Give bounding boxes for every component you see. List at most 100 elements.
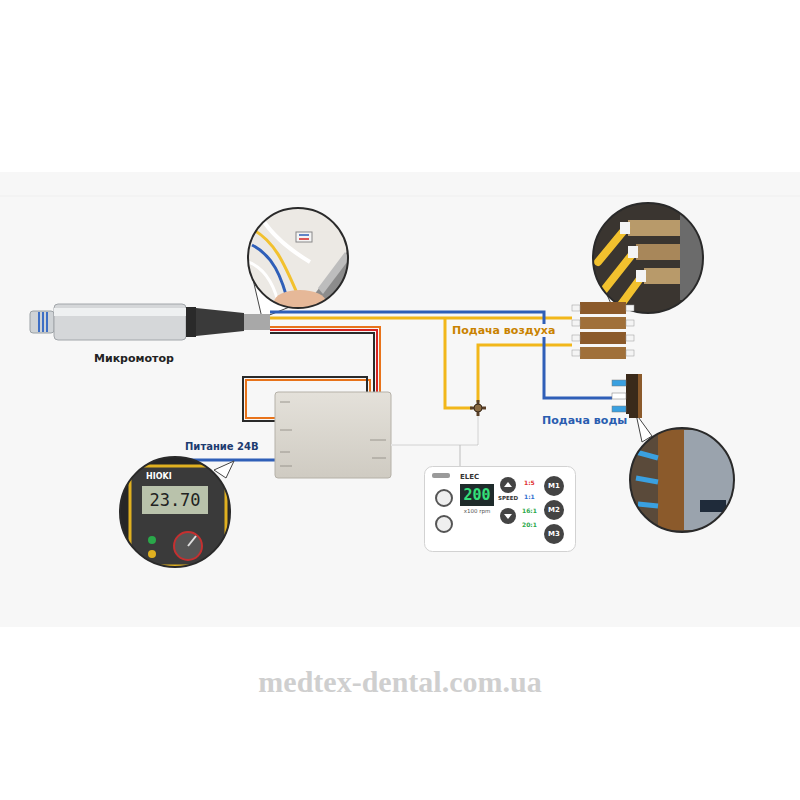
air-valve-block [572, 302, 634, 359]
meter-reading: 23.70 [142, 486, 208, 514]
control-panel-part [500, 477, 516, 493]
speed-display: 200 [460, 484, 494, 506]
background-band [0, 172, 800, 627]
inset-valve-closeup-part-part [598, 228, 642, 314]
micromotor-figure [30, 304, 270, 340]
micromotor-figure-part [244, 314, 270, 330]
inset-cable-closeup [248, 208, 362, 318]
control-panel [425, 467, 576, 552]
water-valve-block-part [612, 406, 626, 412]
water-valve-block-part [612, 393, 626, 399]
brand-label: ELEC [460, 473, 479, 481]
micromotor-figure-part [54, 308, 186, 316]
inset-multimeter-part [118, 455, 232, 569]
brand-label: HIOKI [146, 472, 172, 482]
inset-multimeter-part-part [142, 486, 208, 514]
inset-multimeter-part-part [130, 466, 226, 566]
inset-water-closeup-part-part [700, 500, 726, 512]
control-box-part-part [280, 466, 292, 467]
inset-valve-closeup-part-part [620, 222, 646, 282]
band-line [0, 196, 800, 197]
control-box-part-part [370, 440, 386, 441]
air-valve-block-part [626, 335, 634, 341]
control-box-part-part [280, 430, 292, 431]
supply-label: Подача воздуха [450, 324, 557, 337]
tee-connector-part [474, 404, 482, 412]
watermark: medtex-dental.com.ua [0, 664, 800, 700]
unit-label: x100 rpm [458, 508, 496, 515]
inset-multimeter-part-part [174, 532, 202, 560]
ratio-label: 1:5 [524, 479, 535, 486]
part-label: Микромотор [92, 352, 176, 365]
air-supply-block: Подача воздуха [572, 300, 634, 362]
inset-valve-closeup-part-part [628, 220, 684, 236]
water-valve-block [612, 374, 642, 418]
inset-water-closeup-part [630, 428, 734, 532]
air-valve-block-part [626, 320, 634, 326]
control-panel-part [436, 490, 452, 506]
inset-water-closeup-part-part-part [636, 478, 658, 482]
air-valve-block-part [580, 347, 626, 359]
micromotor-figure-part [46, 312, 48, 332]
ratio-label: 1:1 [524, 493, 535, 500]
control-panel-part [500, 508, 516, 524]
control-box-part-part [372, 458, 386, 459]
control-box-part-part [280, 402, 290, 403]
inset-cable-closeup-part [248, 208, 362, 314]
micromotor-figure-part [186, 307, 196, 337]
inset-multimeter-part [120, 457, 230, 567]
inset-multimeter-part-part [148, 536, 156, 544]
micromotor-figure-part [54, 304, 186, 340]
motor-cable-wires-part [270, 327, 380, 393]
air-valve-block-part [572, 335, 580, 341]
inset-valve-closeup-part-part-part [628, 246, 638, 258]
inset-water-closeup-part-part [636, 452, 658, 506]
control-panel-part [504, 482, 512, 487]
inset-multimeter-part-part [188, 536, 196, 546]
micromotor-outline [30, 302, 270, 342]
water-line [270, 312, 612, 398]
control-panel: ELEC200x100 rpmSPEED1:51:116:120:1M1M2M3 [424, 466, 576, 552]
inset-cable-closeup-part-part [299, 234, 309, 236]
inset-multimeter [118, 455, 234, 569]
motor-cable-wires-part [270, 330, 377, 393]
air-supply-block-outline [572, 300, 634, 362]
inset-cable-closeup-part-part [299, 238, 309, 240]
micromotor-figure-part [196, 308, 244, 336]
micromotor: Микромотор [30, 302, 270, 342]
control-box-part-part [280, 452, 290, 453]
inset-cable-closeup-part-part [296, 232, 312, 242]
air-valve-block-part [572, 305, 580, 311]
inset-multimeter-part-part [148, 550, 156, 558]
water-supply-block: Подача воды [612, 374, 642, 418]
air-valve-block-part [580, 332, 626, 344]
control-panel-part [432, 473, 450, 478]
inset-water-closeup-part [630, 428, 734, 532]
inset-cable-closeup-part-part [274, 290, 326, 314]
air-branch-pipes-part [391, 414, 478, 445]
air-valve-block-part [580, 302, 626, 314]
control-box [275, 392, 391, 478]
micromotor-figure-part [30, 311, 54, 333]
water-valve-block-part [638, 374, 642, 418]
water-valve-block-part [626, 374, 638, 418]
air-line [270, 317, 572, 320]
water-valve-block-part [612, 380, 626, 386]
air-branch-pipes-part [478, 345, 572, 402]
control-box-part [275, 392, 391, 478]
inset-water-closeup [630, 414, 734, 532]
inset-valve-closeup-part-part-part [620, 222, 630, 234]
air-branch-pipes-part [460, 445, 461, 466]
inset-water-closeup-part-part-part [638, 504, 658, 506]
inset-valve-closeup-part-part [590, 200, 706, 316]
inset-water-closeup-part-part [658, 430, 684, 530]
inset-valve-closeup-part [593, 203, 703, 313]
control-box-part [280, 402, 386, 466]
button-label: SPEED [494, 495, 522, 502]
power-label: Питание 24В [183, 441, 261, 453]
control-panel-part [504, 514, 512, 519]
air-branch-pipes-part [391, 414, 478, 445]
control-panel-part [436, 516, 452, 532]
air-valve-block-part [580, 317, 626, 329]
